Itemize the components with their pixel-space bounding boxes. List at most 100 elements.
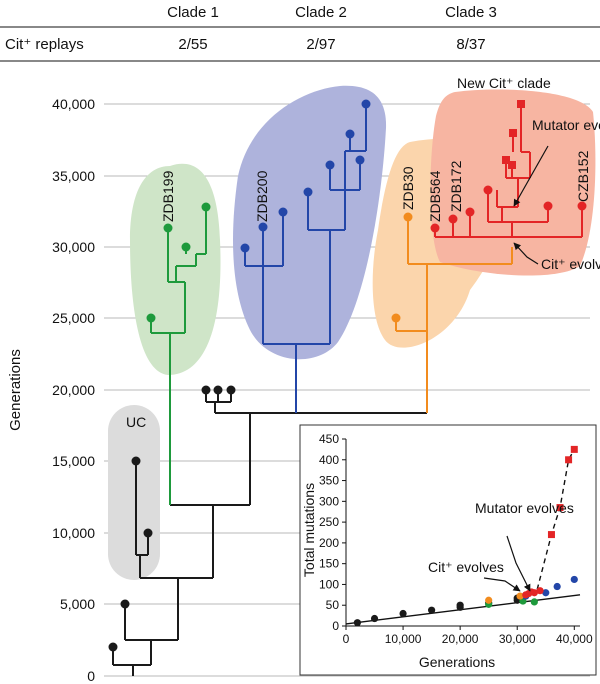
inset-cit-label: Cit⁺ evolves [428,559,504,575]
inset-y-tick: 100 [319,577,339,591]
inset-x-tick: 0 [343,632,350,646]
zdb172-label: ZDB172 [448,160,464,212]
inset-data-point [370,614,379,623]
y-tick: 25,000 [52,310,95,326]
node [163,223,173,233]
node [325,160,335,170]
clade-2-replays: 2/97 [306,36,335,53]
node-square [509,129,517,137]
tree-arrows [513,145,549,265]
y-tick: 30,000 [52,239,95,255]
zdb30-label: ZDB30 [400,166,416,210]
inset-x-tick: 10,000 [385,632,422,646]
node [403,212,413,222]
new-cit-clade-branches [434,104,583,238]
inset-arrows [483,535,531,592]
inset-y-tick: 450 [319,432,339,446]
zdb564-label: ZDB564 [427,170,443,222]
inset-chart: 0 10,000 20,000 30,000 40,000 0 50 100 150 200 250… [299,424,597,676]
inset-cit-arrow [483,577,521,592]
node [303,187,313,197]
node [181,242,191,252]
inset-y-tick: 200 [319,536,339,550]
node [201,202,211,212]
inset-data-square [556,504,564,512]
tree-labels: UC ZDB199 ZDB200 ZDB30 ZDB564 ZDB172 CZB… [126,75,600,430]
node [131,456,141,466]
node-square [517,100,525,108]
clade-1-replays: 2/55 [178,36,207,53]
new-cit-clade-label: New Cit⁺ clade [457,75,551,91]
inset-y-tick: 350 [319,474,339,488]
cit-label: Cit⁺ evolves [541,256,600,272]
cit-arrow [513,242,539,265]
inset-data-point [428,606,436,614]
inset-y-tick: 0 [332,619,339,633]
inset-data-point [456,601,464,609]
tree-nodes [108,99,587,652]
y-tick: 20,000 [52,382,95,398]
inset-data-square [565,456,573,464]
node [213,385,223,395]
inset-mutator-arrow [506,535,531,592]
clade-3-replays: 8/37 [456,36,485,53]
y-tick: 35,000 [52,168,95,184]
inset-data-point [570,575,578,584]
node [361,99,371,109]
node-square [502,156,510,164]
tree-y-axis-label: Generations [7,349,24,431]
mutator-label: Mutator evolves [532,117,600,133]
inset-data-point [399,609,407,618]
node [226,385,236,395]
node [143,528,153,538]
clade-3-title: Clade 3 [445,4,497,21]
node [448,214,458,224]
node [278,207,288,217]
clade-1-title: Clade 1 [167,4,219,21]
inset-y-tick: 400 [319,453,339,467]
node [577,201,587,211]
inset-data-point [516,592,524,600]
tree-y-axis: 0 5,000 10,000 15,000 20,000 25,000 30,0… [7,96,590,684]
y-tick: 10,000 [52,525,95,541]
node [108,642,118,652]
node [483,185,493,195]
inset-mutator-label: Mutator evolves [475,500,574,516]
inset-y-tick: 250 [319,515,339,529]
inset-y-label: Total mutations [301,483,317,577]
inset-y-tick: 300 [319,494,339,508]
mutator-arrow [513,145,549,207]
inset-y-tick: 150 [319,557,339,571]
phylogeny [112,104,583,676]
node [258,222,268,232]
inset-data-square [547,531,555,539]
node [355,155,365,165]
new-cit-clade-region [430,89,596,276]
inset-data-square [570,445,578,453]
uc-label: UC [126,414,146,430]
node-square [508,161,516,169]
inset-x-label: Generations [419,654,495,670]
inset-data-point [530,598,538,606]
y-tick: 40,000 [52,96,95,112]
node [201,385,211,395]
inset-x-tick: 40,000 [556,632,593,646]
inset-x-tick: 20,000 [442,632,479,646]
clade-1-branches [150,207,207,505]
node [430,223,440,233]
inset-y-tick: 50 [326,598,340,612]
header-table: Clade 1 Clade 2 Clade 3 Cit⁺ replays 2/5… [0,4,600,62]
inset-axes [345,439,580,627]
node [391,313,401,323]
inset-data-point [353,619,362,627]
trunk-branches [112,390,427,676]
inset-data-point [530,589,538,597]
y-tick: 15,000 [52,453,95,469]
clade-shading [108,85,596,580]
clade-2-region [233,85,387,360]
node [543,201,553,211]
node [240,243,250,253]
inset-frame [299,424,597,676]
inset-x-tick: 30,000 [499,632,536,646]
zdb200-label: ZDB200 [254,170,270,222]
